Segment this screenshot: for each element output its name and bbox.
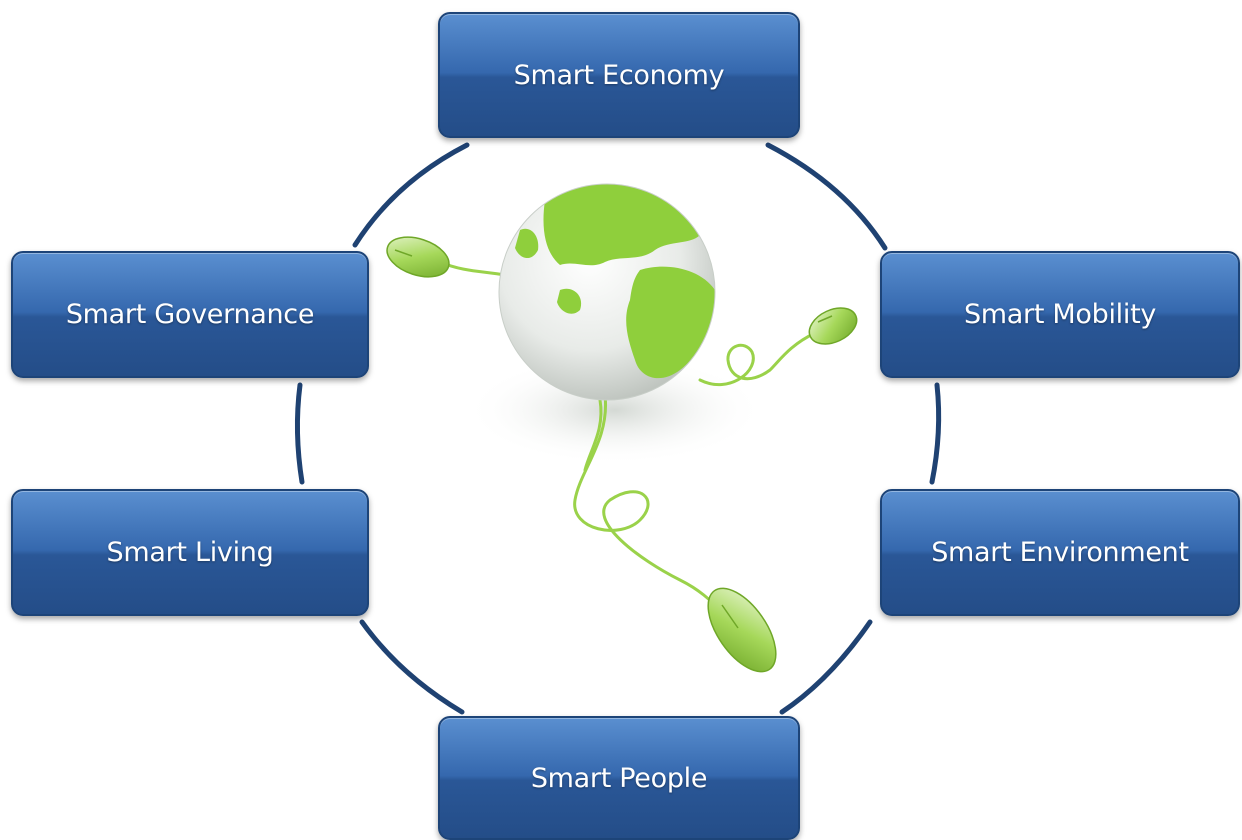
arc-environment-people [779,619,873,715]
arc-living-governance [294,382,305,485]
globe-icon [498,183,716,401]
mouse-icon-right [808,307,858,345]
node-label: Smart People [530,762,708,794]
arc-people-living [359,619,465,715]
connector-ring [294,142,942,715]
mouse-icon-left [386,236,450,278]
node-smart-governance: Smart Governance [11,251,369,378]
node-label: Smart Governance [65,299,315,330]
node-label: Smart Mobility [963,299,1157,330]
node-label: Smart Environment [931,537,1189,568]
node-smart-mobility: Smart Mobility [880,251,1240,378]
node-label: Smart Living [106,537,274,568]
arc-governance-economy [352,142,470,248]
arc-economy-mobility [765,142,888,251]
node-label: Smart Economy [513,59,725,91]
arc-mobility-environment [929,382,942,485]
node-smart-environment: Smart Environment [880,489,1240,616]
node-smart-economy: Smart Economy [438,12,800,138]
node-smart-people: Smart People [438,716,800,840]
globe-shadow [465,355,765,465]
mouse-icon-bottom [707,587,777,673]
node-smart-living: Smart Living [11,489,369,616]
